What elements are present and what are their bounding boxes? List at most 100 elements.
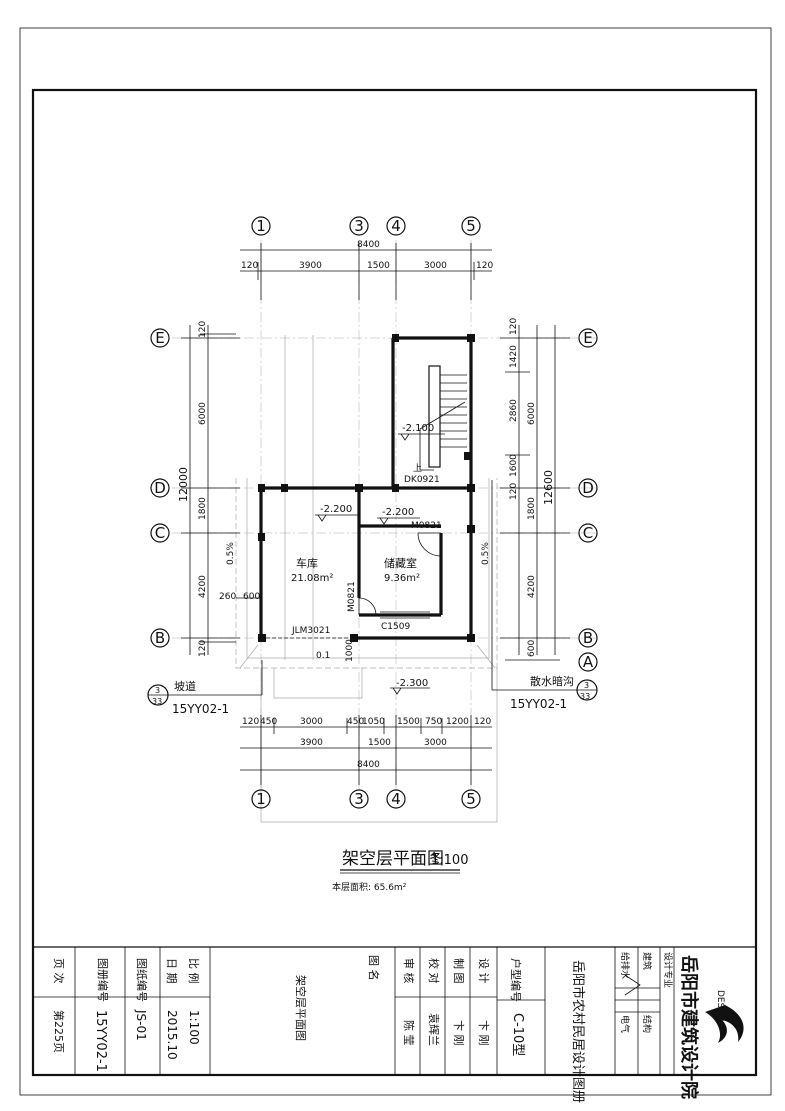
- dim-bot-6: 750: [425, 717, 442, 727]
- role-review: 审 核: [402, 958, 416, 984]
- drawing-name-value: 架空层平面图: [294, 975, 308, 1041]
- top-dimensions: 8400 120 3900 1500 3000 120: [240, 240, 493, 300]
- level-markers: -2.100 -2.200 -2.200 -2.300: [315, 423, 445, 695]
- sig-design: 卞 刚: [477, 1020, 491, 1046]
- axis-right-E: E: [583, 329, 592, 347]
- meta-label-scale: 比 例: [187, 958, 201, 984]
- ditch-detail-idx: 33: [580, 692, 590, 701]
- bottom-dimensions: 120 450 3000 450 1050 1500 750 1200 120 …: [240, 715, 492, 785]
- dim-top-total: 8400: [357, 240, 380, 250]
- ramp-label: 坡道: [174, 679, 196, 693]
- label-jlm3021: JLM3021: [291, 626, 330, 636]
- discipline-electrical: 电气: [619, 1015, 631, 1033]
- dim-top-3: 3000: [424, 261, 447, 271]
- axis-bottom-3: 3: [354, 790, 364, 808]
- door-m0821-storage: [417, 532, 442, 557]
- dim-right-s1-4: 120: [509, 483, 519, 500]
- meta-label-atlas: 图册编号: [96, 958, 110, 1002]
- role-check: 校 对: [427, 958, 441, 984]
- drawing-name-label: 图 名: [367, 955, 381, 981]
- axis-left-E: E: [155, 329, 164, 347]
- label-c1509: C1509: [381, 622, 410, 632]
- room-storage-area: 9.36m²: [384, 573, 420, 584]
- dim-bot-0: 120: [242, 717, 259, 727]
- dim-bot-7: 1200: [446, 717, 469, 727]
- meta-label-page: 页 次: [52, 958, 66, 984]
- floor-plan: -2.100 -2.200 -2.200 -2.300 车库 21.08m² 储…: [147, 216, 598, 893]
- ditch-sheet-idx: 3: [584, 681, 589, 690]
- sig-check: 袁辉兰: [427, 1013, 440, 1046]
- axis-right-C: C: [583, 524, 593, 542]
- label-m0821-storage: M0821: [411, 521, 442, 531]
- axis-top-1: 1: [256, 217, 266, 235]
- label-step-v: 0.1: [316, 651, 330, 661]
- axis-left-C: C: [155, 524, 165, 542]
- room-garage-name: 车库: [296, 556, 318, 570]
- discipline-architecture: 建筑: [641, 952, 653, 970]
- axis-bottom-1: 1: [256, 790, 266, 808]
- dim-bot-5: 1500: [397, 717, 420, 727]
- ramp-ref: 15YY02-1: [172, 702, 229, 716]
- drawing-frame: [31, 88, 758, 1077]
- dim-bot2-1: 1500: [368, 738, 391, 748]
- dim-left-3: 4200: [198, 575, 208, 598]
- level-storage: -2.200: [382, 507, 414, 518]
- left-dimensions: 12000 120 6000 1800 4200 120 260 600 0.5…: [177, 321, 262, 657]
- slope-left: 0.5%: [226, 542, 236, 565]
- dim-top-1: 3900: [299, 261, 322, 271]
- room-storage-name: 储藏室: [384, 556, 417, 570]
- ditch-label: 散水暗沟: [530, 674, 574, 688]
- dim-bot-8: 120: [474, 717, 491, 727]
- dim-right-total: 12600: [542, 470, 555, 505]
- meta-value-atlas: 15YY02-1: [93, 1010, 108, 1072]
- institute-name: 岳阳市建筑设计院: [678, 955, 700, 1099]
- dim-bot-1: 450: [260, 717, 277, 727]
- staircase: [419, 365, 467, 471]
- dim-bot2-2: 3000: [424, 738, 447, 748]
- atlas-name: 岳阳市农村民居设计图册: [570, 960, 586, 1103]
- outer-sheet-border: [19, 27, 772, 1096]
- axis-right-D: D: [582, 479, 594, 497]
- dim-right-s1-0: 120: [509, 318, 519, 335]
- label-stair-up: 上: [413, 463, 422, 474]
- axis-bottom-5: 5: [466, 790, 476, 808]
- dim-right-s1-1: 1420: [509, 345, 519, 368]
- axis-bottom-4: 4: [391, 790, 401, 808]
- columns: [258, 334, 475, 642]
- meta-value-scale: 1:100: [187, 1010, 201, 1045]
- dim-top-4: 120: [476, 261, 493, 271]
- sig-review: 陈 莹: [402, 1020, 416, 1046]
- ramp-callout: 3 33 坡道 15YY02-1: [147, 660, 263, 716]
- dim-bot-2: 3000: [300, 717, 323, 727]
- dim-left-inner-1: 600: [243, 592, 260, 602]
- axis-right-B: B: [583, 629, 593, 647]
- dim-right-s2-1: 1800: [527, 497, 537, 520]
- dim-left-1: 6000: [198, 402, 208, 425]
- dim-right-s1-3: 1600: [509, 454, 519, 477]
- level-stair: -2.100: [402, 423, 434, 434]
- dim-right-s2-3: 600: [527, 640, 537, 657]
- dim-left-inner-0: 260: [219, 592, 236, 602]
- axis-top-4: 4: [391, 217, 401, 235]
- meta-label-date: 日 期: [165, 958, 178, 984]
- dim-left-0: 120: [198, 321, 208, 338]
- check-mark-icon: [624, 974, 641, 996]
- dim-right-s1-2: 2860: [509, 399, 519, 422]
- doors-windows: [266, 487, 442, 639]
- dim-bot-3: 450: [347, 717, 364, 727]
- label-m0821-garage: M0821: [347, 581, 357, 612]
- dim-right-s2-2: 4200: [527, 575, 537, 598]
- plan-title: 架空层平面图: [342, 849, 444, 869]
- level-outside: -2.300: [396, 678, 428, 689]
- house-type-label: 户型编号: [509, 958, 523, 1002]
- house-type-value: C-10型: [510, 1013, 525, 1056]
- dim-bot-4: 1050: [362, 717, 385, 727]
- spec-label: 设计专业: [662, 952, 674, 988]
- drawing-title: 架空层平面图 1:100 本层面积: 65.6m²: [332, 849, 468, 893]
- door-m0821-garage: [358, 597, 377, 616]
- meta-value-page: 第225页: [52, 1010, 66, 1053]
- ditch-ref: 15YY02-1: [510, 697, 567, 711]
- drainage-outline: [235, 478, 498, 823]
- ramp-detail-idx: 33: [152, 697, 162, 706]
